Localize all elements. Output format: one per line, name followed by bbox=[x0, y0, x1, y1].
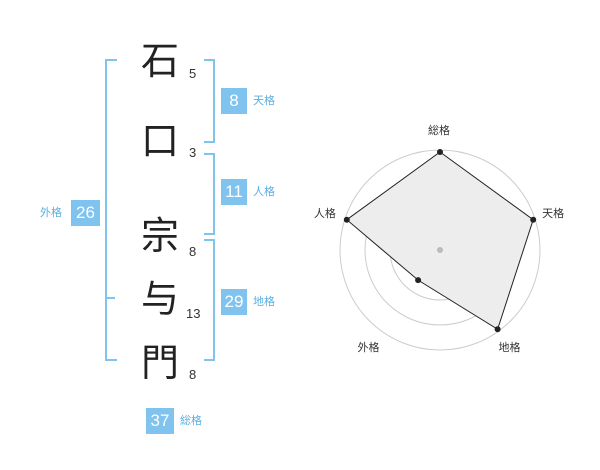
tenkaku-value: 8 bbox=[221, 88, 247, 114]
radar-point-4 bbox=[415, 277, 422, 284]
stroke-count-1: 5 bbox=[189, 66, 197, 81]
name-char-2: 口 bbox=[140, 119, 179, 163]
name-char-1: 石 bbox=[140, 39, 179, 83]
jinkaku-bracket bbox=[204, 153, 215, 235]
radar-point-5 bbox=[343, 216, 350, 223]
radar-axis-label-4: 外格 bbox=[357, 341, 380, 355]
radar-point-3 bbox=[494, 326, 501, 333]
stroke-count-5: 8 bbox=[189, 367, 197, 382]
jinkaku-value: 11 bbox=[221, 179, 247, 205]
gaikaku-bracket bbox=[105, 59, 117, 361]
soukaku-label: 総格 bbox=[180, 414, 202, 427]
radar-point-2 bbox=[530, 216, 537, 223]
name-char-5: 門 bbox=[140, 341, 179, 385]
stroke-count-3: 8 bbox=[189, 244, 197, 259]
stroke-count-4: 13 bbox=[186, 306, 201, 321]
radar-area bbox=[345, 151, 534, 331]
stroke-count-2: 3 bbox=[189, 145, 197, 160]
gaikaku-label: 外格 bbox=[40, 206, 62, 219]
chikaku-label: 地格 bbox=[253, 295, 275, 308]
radar-center bbox=[437, 247, 443, 253]
tenkaku-bracket bbox=[204, 59, 215, 143]
radar-axis-label-5: 人格 bbox=[313, 206, 336, 220]
radar-axis-label-1: 総格 bbox=[428, 124, 450, 137]
gaikaku-value: 26 bbox=[71, 200, 100, 226]
name-char-4: 与 bbox=[140, 277, 179, 321]
soukaku-value: 37 bbox=[146, 408, 174, 434]
radar-axis-label-2: 天格 bbox=[542, 206, 565, 220]
jinkaku-label: 人格 bbox=[253, 185, 275, 198]
tenkaku-label: 天格 bbox=[253, 94, 275, 107]
chikaku-bracket bbox=[204, 239, 215, 361]
radar-point-1 bbox=[437, 149, 443, 155]
radar-axis-label-3: 地格 bbox=[498, 341, 521, 355]
gaikaku-bracket-divider bbox=[105, 297, 115, 299]
name-char-3: 宗 bbox=[140, 214, 179, 258]
chikaku-value: 29 bbox=[221, 289, 247, 315]
